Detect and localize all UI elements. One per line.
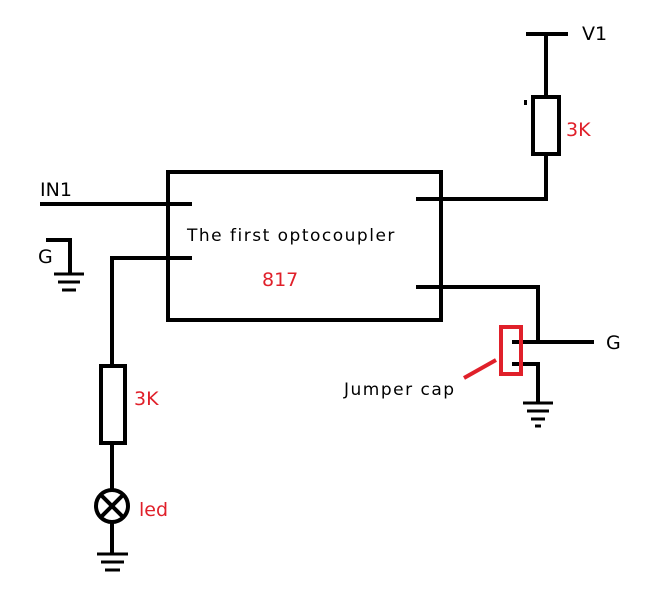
in1-label: IN1 — [40, 179, 72, 201]
bottom-resistor — [99, 364, 127, 492]
bottom-resistor-label: 3K — [134, 388, 159, 410]
jumper-pins — [512, 362, 540, 402]
top-resistor-label: 3K — [566, 119, 591, 141]
left-ground-symbol — [46, 238, 84, 292]
jumper-cap-icon — [499, 325, 523, 376]
optocoupler-part-number: 817 — [262, 269, 298, 291]
output-wire — [416, 285, 594, 344]
v1-label: V1 — [582, 23, 607, 45]
optocoupler-title: The first optocoupler — [186, 226, 396, 246]
jumper-cap-label: Jumper cap — [343, 380, 456, 400]
right-g-label: G — [606, 332, 621, 354]
jumper-cap-pointer — [463, 358, 497, 380]
led-lamp-icon — [94, 488, 130, 554]
led-branch-wire — [110, 256, 192, 368]
led-label: led — [139, 499, 168, 521]
left-g-label: G — [38, 246, 53, 268]
optocoupler-box — [166, 170, 443, 322]
led-ground-symbol — [97, 552, 128, 572]
v1-supply-symbol — [526, 32, 568, 99]
right-ground-symbol — [523, 401, 553, 428]
